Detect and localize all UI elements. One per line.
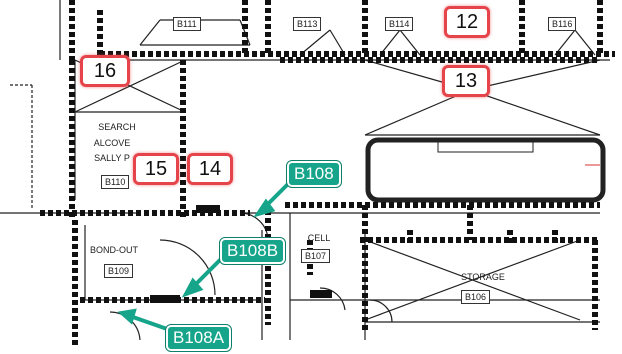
- marker-16[interactable]: 16: [80, 55, 130, 87]
- door-tag-leaders: [117, 180, 292, 332]
- room-tag-b113: B113: [293, 17, 322, 31]
- door-tag-b108[interactable]: B108: [286, 160, 342, 188]
- room-tag-b110: B110: [101, 175, 130, 189]
- room-tag-b109: B109: [104, 264, 134, 278]
- door-tag-b108b[interactable]: B108B: [218, 237, 287, 265]
- door-tag-b108a[interactable]: B108A: [164, 324, 233, 352]
- room-label-alcove: ALCOVE: [93, 138, 131, 148]
- room-label-cell: CELL: [307, 233, 331, 243]
- door-hardware: [150, 205, 332, 303]
- room-tag-b107: B107: [301, 249, 331, 263]
- room-tag-b106: B106: [461, 290, 491, 304]
- marker-13[interactable]: 13: [442, 65, 490, 97]
- room-label-bond-out: BOND-OUT: [90, 245, 138, 255]
- marker-14[interactable]: 14: [187, 153, 233, 185]
- room-tag-b114: B114: [385, 17, 414, 31]
- room-tag-b111: B111: [173, 17, 201, 31]
- plan-walls: [40, 0, 615, 345]
- marker-15[interactable]: 15: [133, 153, 179, 185]
- marker-12[interactable]: 12: [444, 6, 490, 38]
- room-label-search: SEARCH: [98, 122, 136, 132]
- plan-linework: [0, 0, 610, 341]
- room-label-storage: STORAGE: [461, 272, 505, 282]
- room-tag-b116: B116: [548, 17, 577, 31]
- room-label-sally-port: SALLY P: [94, 153, 130, 163]
